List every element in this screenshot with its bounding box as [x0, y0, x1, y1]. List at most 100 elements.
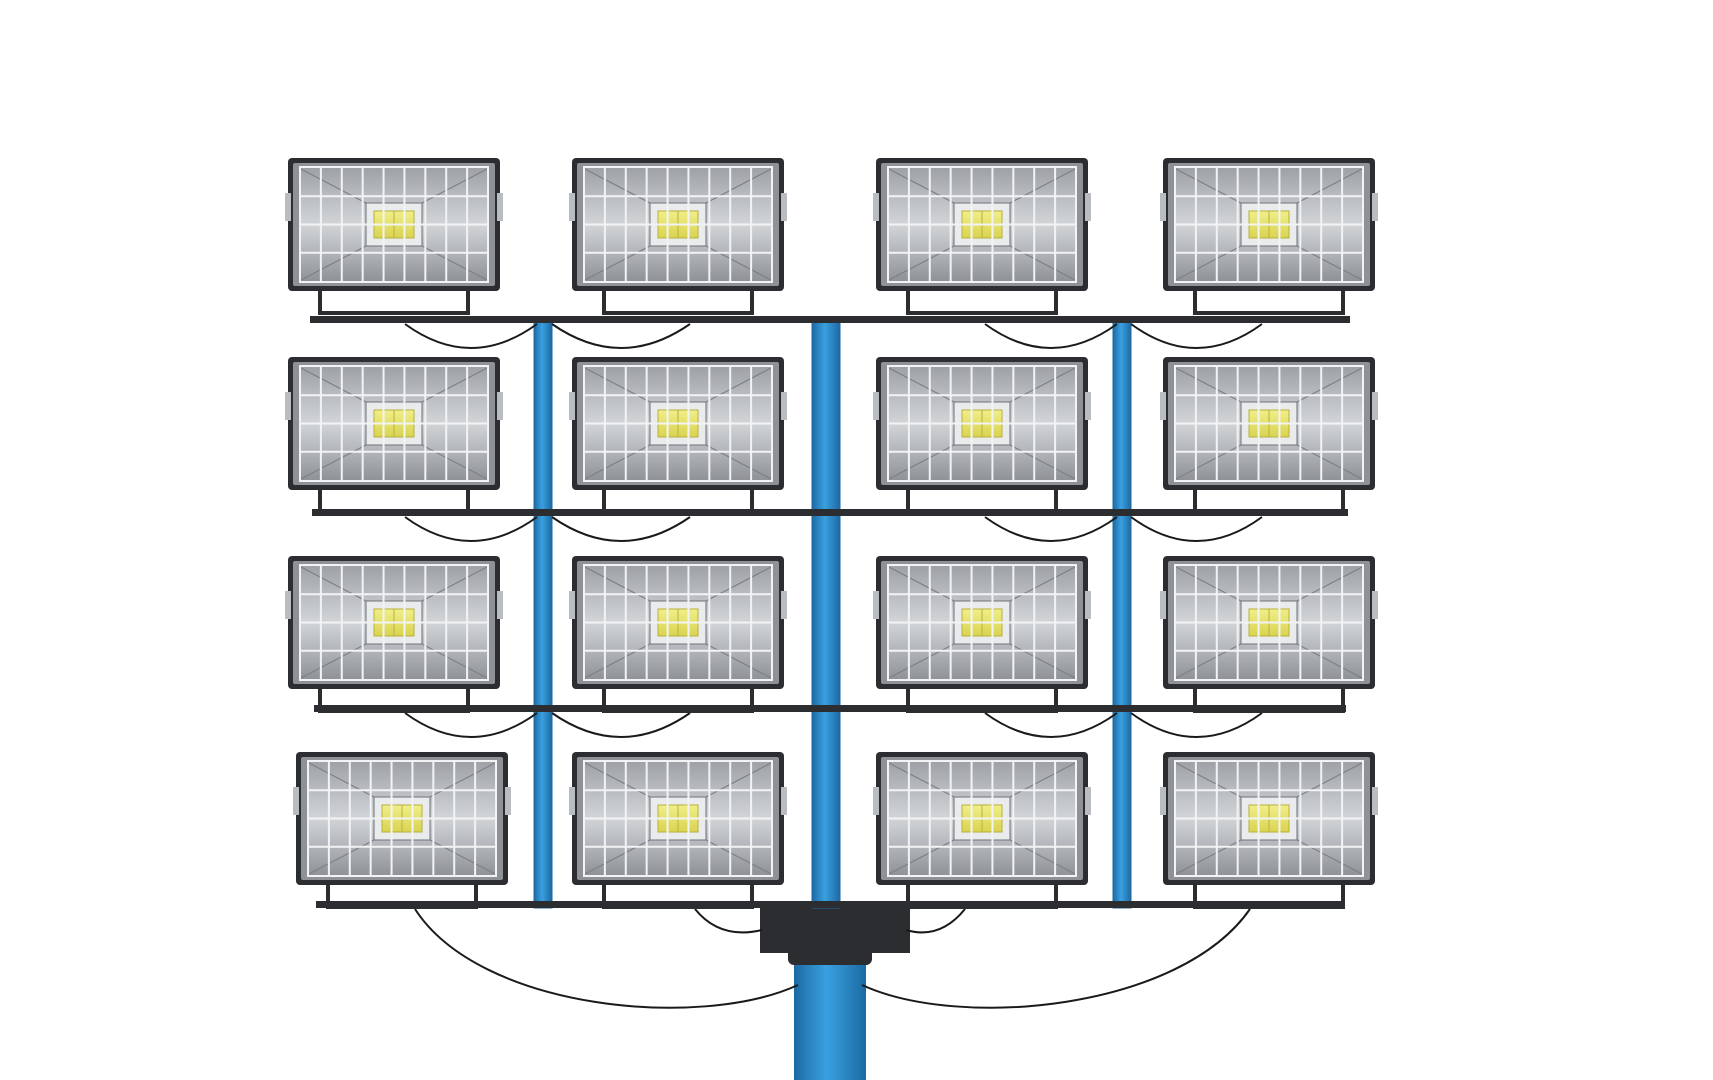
hinge-left	[285, 392, 291, 420]
hinge-left	[873, 193, 879, 221]
hinge-left	[293, 787, 299, 815]
cable-row-3-3	[984, 712, 1118, 738]
floodlight-r3-c2	[569, 556, 787, 713]
cable-main-right	[861, 908, 1251, 1009]
floodlight-r3-c1	[285, 556, 503, 713]
hinge-left	[1160, 787, 1166, 815]
hinge-left	[569, 392, 575, 420]
wire-grille	[299, 166, 489, 283]
cable-row-1-3	[984, 323, 1118, 349]
hinge-right	[1085, 787, 1091, 815]
hinge-right	[781, 787, 787, 815]
wire-grille	[887, 564, 1077, 681]
cable-row-3-1	[404, 712, 538, 738]
hinge-right	[1372, 392, 1378, 420]
cable-row-3-2	[551, 712, 691, 738]
wire-grille	[1174, 564, 1364, 681]
wire-grille	[583, 564, 773, 681]
hinge-right	[505, 787, 511, 815]
cable-main-left	[414, 908, 799, 1009]
power-cables	[404, 323, 1263, 1009]
hinge-right	[781, 591, 787, 619]
vertical-struts	[533, 320, 1132, 909]
pole-clamp	[760, 905, 910, 953]
hinge-left	[873, 787, 879, 815]
mount-bracket	[906, 289, 1058, 315]
wire-grille	[299, 564, 489, 681]
cable-clamp-left	[694, 908, 763, 934]
mount-bracket	[1193, 488, 1345, 514]
strut-3	[1112, 320, 1132, 909]
hinge-right	[497, 392, 503, 420]
hinge-left	[1160, 392, 1166, 420]
hinge-right	[1085, 392, 1091, 420]
cable-row-1-1	[404, 323, 538, 349]
hinge-left	[873, 591, 879, 619]
cable-row-2-4	[1130, 516, 1263, 542]
cable-row-1-4	[1130, 323, 1263, 349]
wire-grille	[583, 760, 773, 877]
wire-grille	[299, 365, 489, 482]
floodlight-r4-c3	[873, 752, 1091, 909]
floodlight-r3-c3	[873, 556, 1091, 713]
cable-row-2-2	[551, 516, 691, 542]
main-pole	[760, 905, 910, 1080]
floodlight-r4-c2	[569, 752, 787, 909]
wire-grille	[887, 166, 1077, 283]
wire-grille	[1174, 365, 1364, 482]
floodlight-array	[285, 158, 1378, 909]
hinge-left	[873, 392, 879, 420]
mount-bracket	[326, 883, 478, 909]
wire-grille	[1174, 760, 1364, 877]
rail-1	[310, 316, 1350, 323]
hinge-right	[1372, 591, 1378, 619]
hinge-left	[569, 787, 575, 815]
floodlight-r2-c1	[285, 357, 503, 514]
hinge-left	[1160, 591, 1166, 619]
cable-row-2-3	[984, 516, 1118, 542]
rail-3	[314, 705, 1346, 712]
cable-clamp-right	[905, 908, 966, 934]
mount-bracket	[602, 687, 754, 713]
mount-bracket	[1193, 687, 1345, 713]
mount-bracket	[602, 488, 754, 514]
hinge-right	[1372, 787, 1378, 815]
floodlight-r1-c4	[1160, 158, 1378, 315]
floodlight-r2-c4	[1160, 357, 1378, 514]
cable-row-1-2	[551, 323, 691, 349]
hinge-right	[1372, 193, 1378, 221]
floodlight-r2-c2	[569, 357, 787, 514]
hinge-left	[1160, 193, 1166, 221]
mount-bracket	[906, 687, 1058, 713]
mount-bracket	[1193, 289, 1345, 315]
floodlight-r4-c1	[293, 752, 511, 909]
mount-bracket	[602, 883, 754, 909]
mount-bracket	[318, 289, 470, 315]
hinge-right	[1085, 193, 1091, 221]
floodlight-r1-c2	[569, 158, 787, 315]
rail-4	[316, 901, 1344, 908]
strut-1	[533, 320, 553, 909]
horizontal-rails	[310, 316, 1350, 908]
mount-bracket	[906, 883, 1058, 909]
floodlight-r2-c3	[873, 357, 1091, 514]
hinge-right	[497, 193, 503, 221]
cable-row-3-4	[1130, 712, 1263, 738]
hinge-left	[569, 591, 575, 619]
mount-bracket	[318, 687, 470, 713]
mount-bracket	[602, 289, 754, 315]
floodlight-r1-c1	[285, 158, 503, 315]
wire-grille	[887, 760, 1077, 877]
hinge-right	[781, 392, 787, 420]
hinge-left	[569, 193, 575, 221]
mount-bracket	[1193, 883, 1345, 909]
floodlight-r1-c3	[873, 158, 1091, 315]
floodlight-r4-c4	[1160, 752, 1378, 909]
mount-bracket	[318, 488, 470, 514]
wire-grille	[887, 365, 1077, 482]
rail-2	[312, 509, 1348, 516]
cable-row-2-1	[404, 516, 538, 542]
mount-bracket	[906, 488, 1058, 514]
